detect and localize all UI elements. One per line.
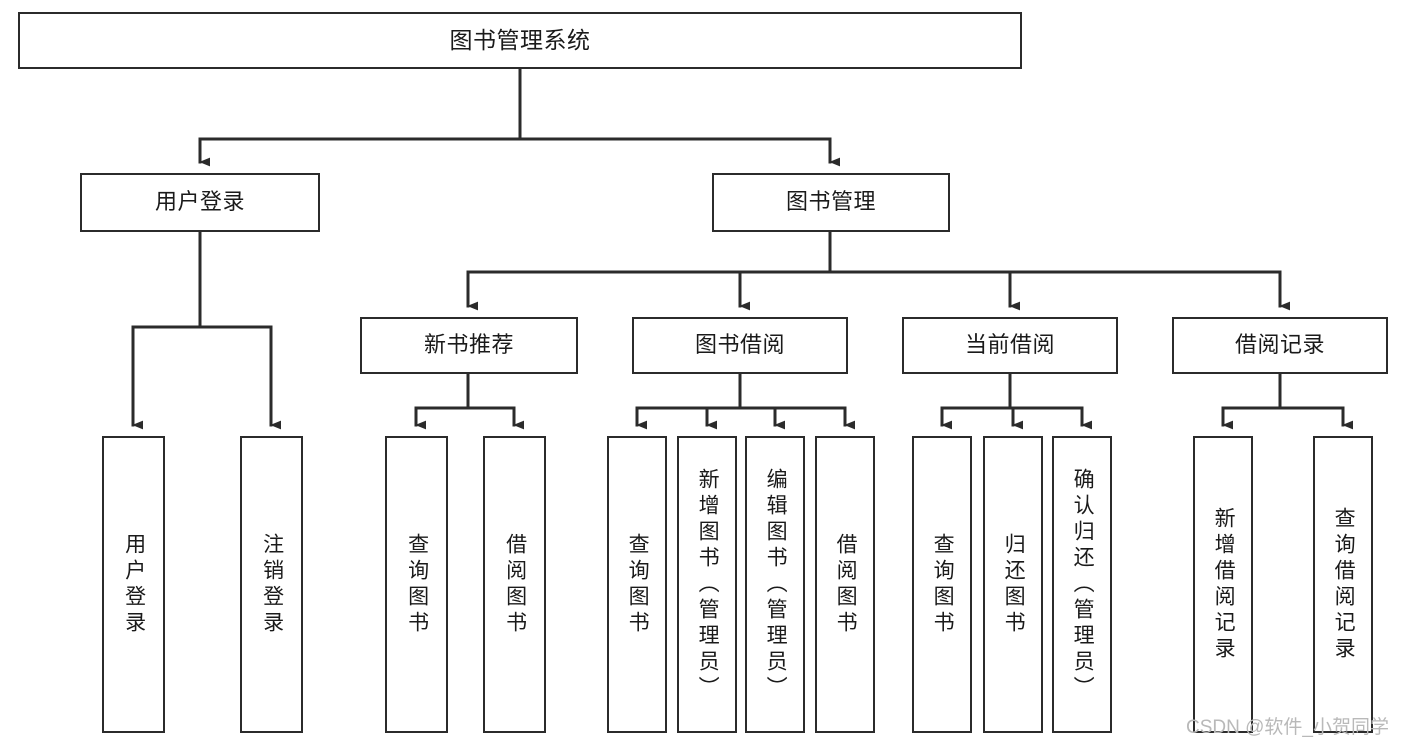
leaf-lend-book[interactable]: 借阅图书 [815,436,875,733]
node-user-login[interactable]: 用户登录 [80,173,320,232]
node-root[interactable]: 图书管理系统 [18,12,1022,69]
leaf-return-book-label: 归还图书 [1002,532,1026,637]
node-book-borrow-label: 图书借阅 [694,332,785,358]
node-root-label: 图书管理系统 [449,26,591,53]
leaf-lend-book-label: 借阅图书 [834,532,858,637]
leaf-edit-book-admin-label: 编辑图书（管理员） [764,467,788,702]
leaf-query-borrow-record-label: 查询借阅记录 [1332,506,1356,663]
leaf-user-login[interactable]: 用户登录 [102,436,165,733]
node-book-borrow[interactable]: 图书借阅 [632,317,848,374]
node-current-borrow[interactable]: 当前借阅 [902,317,1118,374]
node-borrow-records[interactable]: 借阅记录 [1172,317,1388,374]
node-book-management[interactable]: 图书管理 [712,173,950,232]
leaf-add-book-admin[interactable]: 新增图书（管理员） [677,436,737,733]
node-new-book-recommend-label: 新书推荐 [423,332,514,358]
leaf-return-book[interactable]: 归还图书 [983,436,1043,733]
leaf-logout[interactable]: 注销登录 [240,436,303,733]
leaf-query-book-newbook-label: 查询图书 [405,532,429,637]
leaf-query-book-newbook[interactable]: 查询图书 [385,436,448,733]
leaf-user-login-label: 用户登录 [122,532,146,637]
leaf-confirm-return-admin-label: 确认归还（管理员） [1071,467,1095,702]
leaf-query-book-borrow[interactable]: 查询图书 [607,436,667,733]
leaf-add-book-admin-label: 新增图书（管理员） [696,467,720,702]
node-borrow-records-label: 借阅记录 [1234,332,1325,358]
leaf-add-borrow-record[interactable]: 新增借阅记录 [1193,436,1253,733]
leaf-query-book-current[interactable]: 查询图书 [912,436,972,733]
leaf-borrow-book-newbook[interactable]: 借阅图书 [483,436,546,733]
leaf-query-book-borrow-label: 查询图书 [626,532,650,637]
leaf-edit-book-admin[interactable]: 编辑图书（管理员） [745,436,805,733]
node-new-book-recommend[interactable]: 新书推荐 [360,317,578,374]
node-book-management-label: 图书管理 [785,189,876,215]
node-user-login-label: 用户登录 [154,189,245,215]
leaf-logout-label: 注销登录 [260,532,284,637]
leaf-borrow-book-newbook-label: 借阅图书 [503,532,527,637]
leaf-confirm-return-admin[interactable]: 确认归还（管理员） [1052,436,1112,733]
csdn-watermark: CSDN @软件_小贺同学 [1186,717,1389,738]
leaf-query-book-current-label: 查询图书 [931,532,955,637]
leaf-query-borrow-record[interactable]: 查询借阅记录 [1313,436,1373,733]
leaf-add-borrow-record-label: 新增借阅记录 [1212,506,1236,663]
node-current-borrow-label: 当前借阅 [964,332,1055,358]
